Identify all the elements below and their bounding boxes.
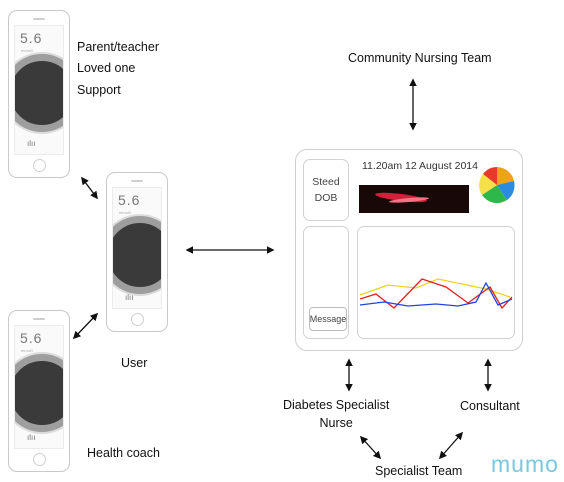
- phone-parent: 5.6 mmol/l ılıı: [8, 10, 70, 178]
- trend-line-yellow: [359, 278, 511, 298]
- message-button[interactable]: Message: [309, 307, 347, 331]
- pie-slice: [483, 167, 497, 185]
- label-health-coach: Health coach: [87, 446, 160, 460]
- message-panel: Message: [303, 226, 349, 339]
- speaker: [131, 180, 143, 182]
- glucose-banner-image: [359, 185, 469, 213]
- arrow-coach-user: [72, 312, 99, 340]
- trend-line-red: [359, 278, 513, 310]
- arrow-parent-user: [81, 176, 98, 200]
- glucose-reading: 5.6: [20, 330, 43, 346]
- phone-screen: 5.6 mmol/l ılıı: [14, 25, 64, 155]
- patient-card: Steed DOB: [303, 159, 349, 221]
- label-diabetes-line2: Nurse: [319, 416, 353, 431]
- clinical-dashboard: Steed DOB Message 11.20am 12 August 2014: [295, 149, 523, 351]
- pie-slice: [497, 181, 515, 200]
- phone-screen: 5.6 mmol/l ılıı: [112, 187, 162, 309]
- glucose-unit: mmol/l: [21, 348, 33, 353]
- pie-chart-icon: [479, 167, 515, 204]
- home-button: [130, 313, 144, 326]
- speaker: [33, 18, 45, 20]
- label-consultant: Consultant: [460, 399, 520, 413]
- label-diabetes-line1: Diabetes Specialist: [283, 398, 390, 412]
- family-labels: Parent/teacher Loved one Support: [77, 37, 159, 101]
- phone-user: 5.6 mmol/l ılıı: [106, 172, 168, 332]
- glucose-trend-chart: [357, 226, 515, 339]
- trend-line-blue: [359, 281, 513, 307]
- glucose-reading: 5.6: [20, 30, 43, 46]
- glucose-gauge: [15, 354, 63, 432]
- speaker: [33, 318, 45, 320]
- bar-chart-icon: ılıı: [27, 433, 36, 442]
- home-button: [32, 453, 46, 466]
- pie-slice: [482, 185, 507, 204]
- label-parent-teacher: Parent/teacher: [77, 40, 159, 54]
- phone-health-coach: 5.6 mmol/l ılıı: [8, 310, 70, 472]
- pie-slice: [479, 174, 497, 195]
- timestamp: 11.20am 12 August 2014: [362, 160, 478, 172]
- glucose-gauge: [113, 216, 161, 294]
- glucose-gauge: [15, 54, 63, 132]
- label-user: User: [121, 356, 148, 370]
- arrow-nurse-team: [359, 435, 382, 460]
- label-specialist-team: Specialist Team: [375, 464, 463, 478]
- phone-screen: 5.6 mmol/l ılıı: [14, 325, 64, 449]
- glucose-unit: mmol/l: [21, 48, 33, 53]
- bar-chart-icon: ılıı: [27, 139, 36, 148]
- label-diabetes-specialist-nurse: Diabetes Specialist Nurse: [283, 396, 389, 432]
- arrow-consultant-team: [438, 431, 464, 460]
- mumo-logo: mumo: [491, 451, 559, 477]
- label-community-nursing-team: Community Nursing Team: [348, 51, 492, 65]
- glucose-reading: 5.6: [118, 192, 141, 208]
- patient-dob: DOB: [314, 192, 338, 204]
- bar-chart-icon: ılıı: [125, 293, 134, 302]
- label-support: Support: [77, 82, 121, 97]
- trend-lines: [359, 278, 513, 310]
- home-button: [32, 159, 46, 172]
- glucose-unit: mmol/l: [119, 210, 131, 215]
- patient-name: Steed: [312, 175, 340, 188]
- label-loved-one: Loved one: [77, 61, 136, 76]
- pie-slice: [497, 167, 514, 185]
